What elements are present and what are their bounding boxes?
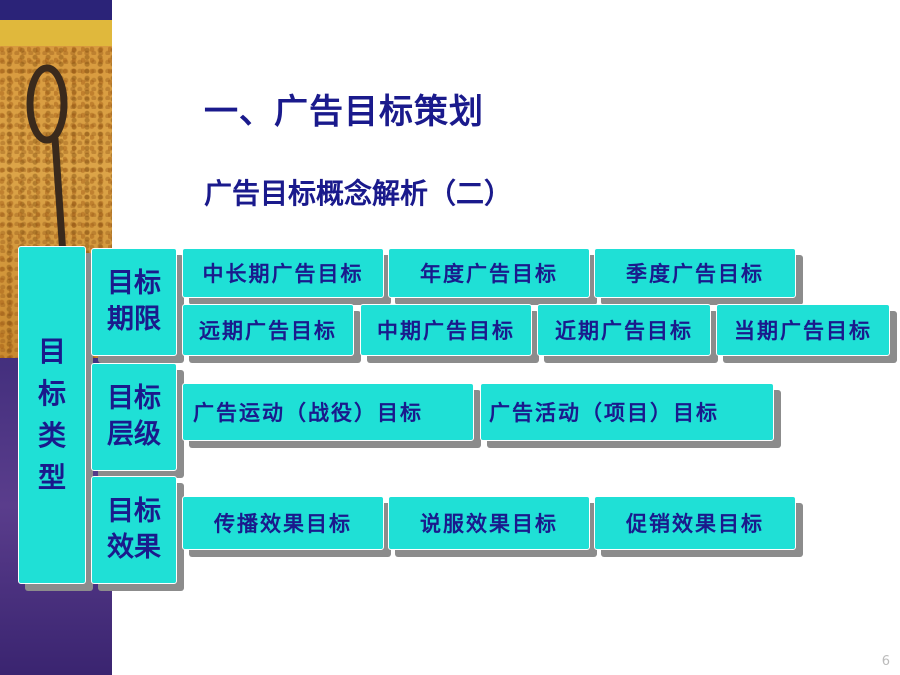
root-category-box: 目标类型 (18, 246, 86, 584)
goal-item: 季度广告目标 (594, 248, 796, 298)
goal-item: 说服效果目标 (388, 496, 590, 550)
root-category-label: 目标类型 (37, 335, 66, 494)
strip-top-band (0, 0, 112, 20)
category-label-line2: 层级 (107, 419, 161, 450)
goal-item: 中期广告目标 (360, 304, 532, 356)
goal-item: 促销效果目标 (594, 496, 796, 550)
strip-gold-band (0, 20, 112, 46)
goal-item: 远期广告目标 (182, 304, 354, 356)
category-box-effect: 目标 效果 (91, 476, 177, 584)
slide-title: 一、广告目标策划 (204, 92, 484, 132)
category-box-duration: 目标 期限 (91, 248, 177, 356)
category-box-level: 目标 层级 (91, 363, 177, 471)
goal-item: 近期广告目标 (537, 304, 711, 356)
category-label-line1: 目标 (107, 268, 161, 299)
goal-item: 年度广告目标 (388, 248, 590, 298)
category-label-line1: 目标 (107, 496, 161, 527)
goal-item: 中长期广告目标 (182, 248, 384, 298)
slide-subtitle: 广告目标概念解析（二） (204, 177, 513, 210)
category-label-line1: 目标 (107, 383, 161, 414)
category-label-line2: 期限 (107, 304, 161, 335)
page-number: 6 (881, 654, 890, 669)
goal-item: 当期广告目标 (716, 304, 890, 356)
goal-item: 广告活动（项目）目标 (480, 383, 774, 441)
category-label-line2: 效果 (107, 532, 161, 563)
goal-item: 传播效果目标 (182, 496, 384, 550)
goal-item: 广告运动（战役）目标 (182, 383, 474, 441)
